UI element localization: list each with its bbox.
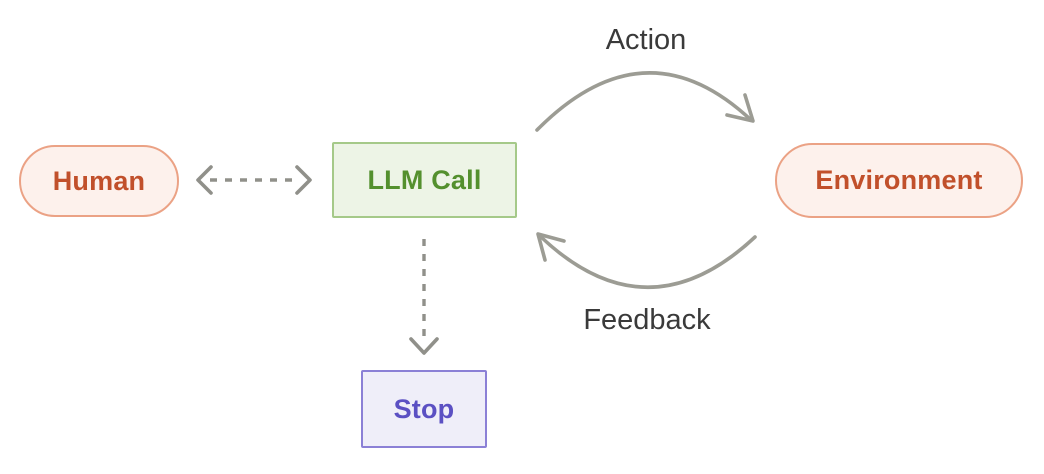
node-llm-call: LLM Call <box>332 142 517 218</box>
human-llm-dashed-arrow <box>196 165 312 195</box>
action-edge-label: Action <box>605 24 687 56</box>
llm-stop-dashed-arrow <box>409 239 439 355</box>
feedback-edge-label: Feedback <box>583 304 711 336</box>
node-human: Human <box>19 145 179 217</box>
node-environment: Environment <box>775 143 1023 218</box>
node-stop: Stop <box>361 370 487 448</box>
action-arrow <box>535 71 755 132</box>
feedback-arrow <box>536 232 757 289</box>
